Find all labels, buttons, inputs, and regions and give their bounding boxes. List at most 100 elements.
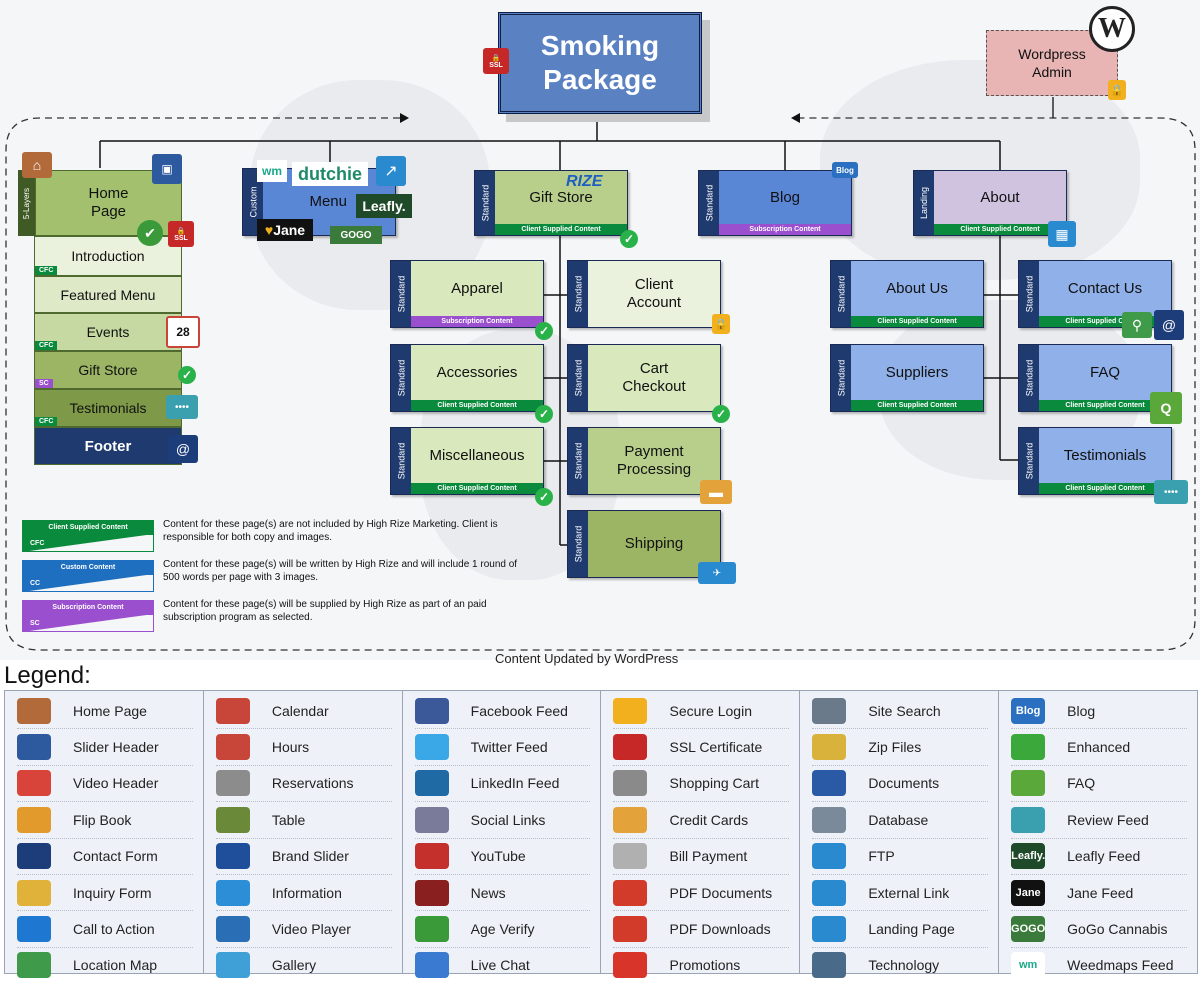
location-map-icon [17,952,51,979]
legend-label: Weedmaps Feed [1067,957,1174,974]
legend-label: Inquiry Form [73,884,152,901]
ssl-certificate-icon: 🔒SSL [483,48,509,74]
legend-label: Slider Header [73,739,159,756]
facebook-feed-icon [414,697,449,724]
legend-item: Site Search [812,693,989,730]
legend-label: Facebook Feed [470,702,568,719]
legend-item: Zip Files [812,729,989,766]
about-node[interactable]: Landing About Client Supplied Content [913,170,1067,236]
home-row-featured-menu[interactable]: Featured Menu [34,276,182,313]
cfc-tag: CFC [35,341,58,350]
brand-slider-icon [215,843,250,870]
legend-item: Brand Slider [215,839,392,875]
gogo-cannabis-icon: GOGO [1011,916,1045,943]
leafly-feed-icon: Leafly. [1011,843,1045,870]
faq-node[interactable]: Standard FAQ Client Supplied Content [1018,344,1172,412]
shopping-cart-icon: ✓ [535,488,553,506]
node-title: Testimonials [1063,446,1147,464]
key-tag: CFC [30,540,45,547]
legend-label: Twitter Feed [470,739,548,756]
home-row-gift-store[interactable]: Gift Store SC [34,351,182,389]
node-side-label: Standard [1019,261,1039,327]
home-row-footer[interactable]: Footer [34,427,182,465]
legend-label: Secure Login [669,702,752,719]
shipping-node[interactable]: Standard Shipping [567,510,721,578]
legend-label: Blog [1067,702,1096,719]
suppliers-node[interactable]: Standard Suppliers Client Supplied Conte… [830,344,984,412]
legend-item: Flip Book [17,802,193,839]
key-desc: Content for these page(s) will be writte… [163,559,518,583]
key-desc: Content for these page(s) will be suppli… [163,599,487,623]
node-title: Apparel [451,279,503,297]
root-node-smoking-package[interactable]: Smoking Package [498,12,702,114]
review-feed-icon [1011,806,1046,833]
documents-icon [812,770,847,797]
home-stack-side: 5-Layers [18,170,35,236]
twitter-feed-icon [414,734,449,761]
legend-label: Video Player [271,921,351,938]
key-subscription-content: Subscription Content SC Content for thes… [22,599,522,632]
shopping-cart-icon [613,770,648,797]
legend-item: Enhanced [1011,729,1187,766]
about-us-node[interactable]: Standard About Us Client Supplied Conten… [830,260,984,328]
node-title: Contact Us [1067,279,1143,297]
secure-login-icon [613,697,648,724]
node-title: About Us [886,279,948,297]
legend-item: Live Chat [414,948,591,983]
miscellaneous-node[interactable]: Standard Miscellaneous Client Supplied C… [390,427,544,495]
legend-item: Inquiry Form [17,875,193,912]
leafly-logo: Leafly. [356,194,412,218]
legend-item: Information [215,875,392,912]
age-verify-icon [414,916,449,943]
legend-label: Location Map [73,957,158,974]
call-to-action-icon [17,916,51,943]
credit-cards-icon: ▬ [700,480,732,504]
legend-item: Bill Payment [613,839,790,875]
content-bar: Client Supplied Content [411,400,543,411]
age-verify-icon: ✔ [137,220,163,246]
apparel-node[interactable]: Standard Apparel Subscription Content [390,260,544,328]
promotions-icon [613,952,648,979]
key-bar: Custom Content [22,560,154,574]
blog-node[interactable]: Standard Blog Subscription Content [698,170,852,236]
legend-item: Database [812,802,989,839]
gift-store-node[interactable]: Standard Gift Store Client Supplied Cont… [474,170,628,236]
legend-label: Documents [868,775,940,792]
accessories-node[interactable]: Standard Accessories Client Supplied Con… [390,344,544,412]
legend-item: Documents [812,766,989,803]
legend-item: Calendar [215,693,392,730]
legend-label: News [470,884,506,901]
home-row-testimonials[interactable]: Testimonials CFC [34,389,182,427]
home-row-label: Introduction [71,248,145,264]
information-icon [215,879,250,906]
testimonials-node[interactable]: Standard Testimonials Client Supplied Co… [1018,427,1172,495]
node-title: Suppliers [885,363,949,381]
review-feed-icon: •••• [1154,480,1188,504]
jane-feed-icon: Jane [1011,879,1046,906]
home-row-label: Testimonials [69,400,147,416]
youtube-icon [414,843,449,870]
legend-item: FAQ [1011,766,1187,803]
contact-form-icon [17,843,51,870]
external-link-icon: ↗ [376,156,406,186]
database-icon [812,806,847,833]
legend-label: Technology [868,957,940,974]
legend-item: Facebook Feed [414,693,591,730]
shopping-cart-icon: ✓ [535,405,553,423]
home-row-introduction[interactable]: Introduction CFC [34,236,182,276]
flip-book-icon [17,806,51,833]
ssl-certificate-icon [613,734,648,761]
home-row-events[interactable]: Events CFC [34,313,182,351]
legend-item: PDF Documents [613,875,790,912]
key-bar: Subscription Content [22,600,154,614]
legend-title: Legend: [4,662,91,689]
